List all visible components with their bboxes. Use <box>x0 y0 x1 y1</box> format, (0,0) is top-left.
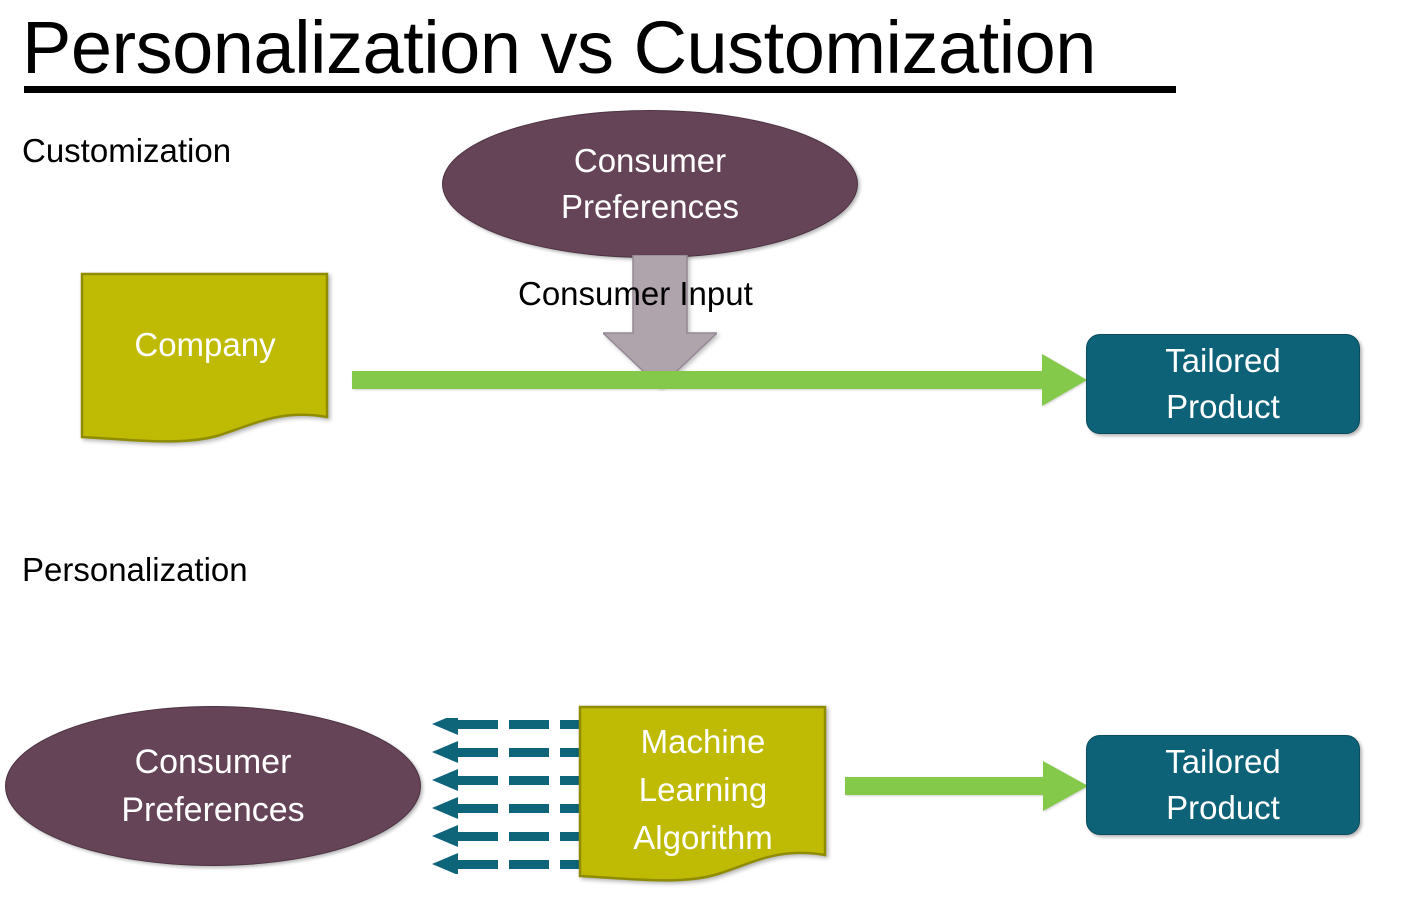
company-document-shape[interactable] <box>80 272 330 444</box>
personalization-feedback-arrows[interactable] <box>432 718 580 874</box>
machine-learning-algorithm-label: Machine Learning Algorithm <box>633 723 773 856</box>
tailored-product-box-bottom[interactable]: Tailored Product <box>1086 735 1360 835</box>
consumer-input-arrow[interactable] <box>603 255 717 387</box>
page-title: Personalization vs Customization <box>22 6 1096 89</box>
consumer-preferences-ellipse-top[interactable]: Consumer Preferences <box>442 110 858 258</box>
tailored-product-box-top[interactable]: Tailored Product <box>1086 334 1360 434</box>
consumer-input-label: Consumer Input <box>518 275 753 312</box>
personalization-flow-arrow[interactable] <box>845 760 1088 812</box>
customization-flow-arrow[interactable] <box>352 352 1087 408</box>
company-label: Company <box>134 326 276 363</box>
consumer-preferences-ellipse-bottom[interactable]: Consumer Preferences <box>5 706 421 866</box>
section-label-personalization: Personalization <box>22 551 248 588</box>
consumer-preferences-label-bottom: Consumer Preferences <box>121 743 305 829</box>
tailored-product-label-top: Tailored Product <box>1165 342 1281 425</box>
machine-learning-algorithm-document-shape[interactable] <box>578 705 828 885</box>
tailored-product-label-bottom: Tailored Product <box>1165 743 1281 826</box>
consumer-preferences-label-top: Consumer Preferences <box>561 142 739 225</box>
section-label-customization: Customization <box>22 132 232 169</box>
title-underline <box>24 86 1176 93</box>
